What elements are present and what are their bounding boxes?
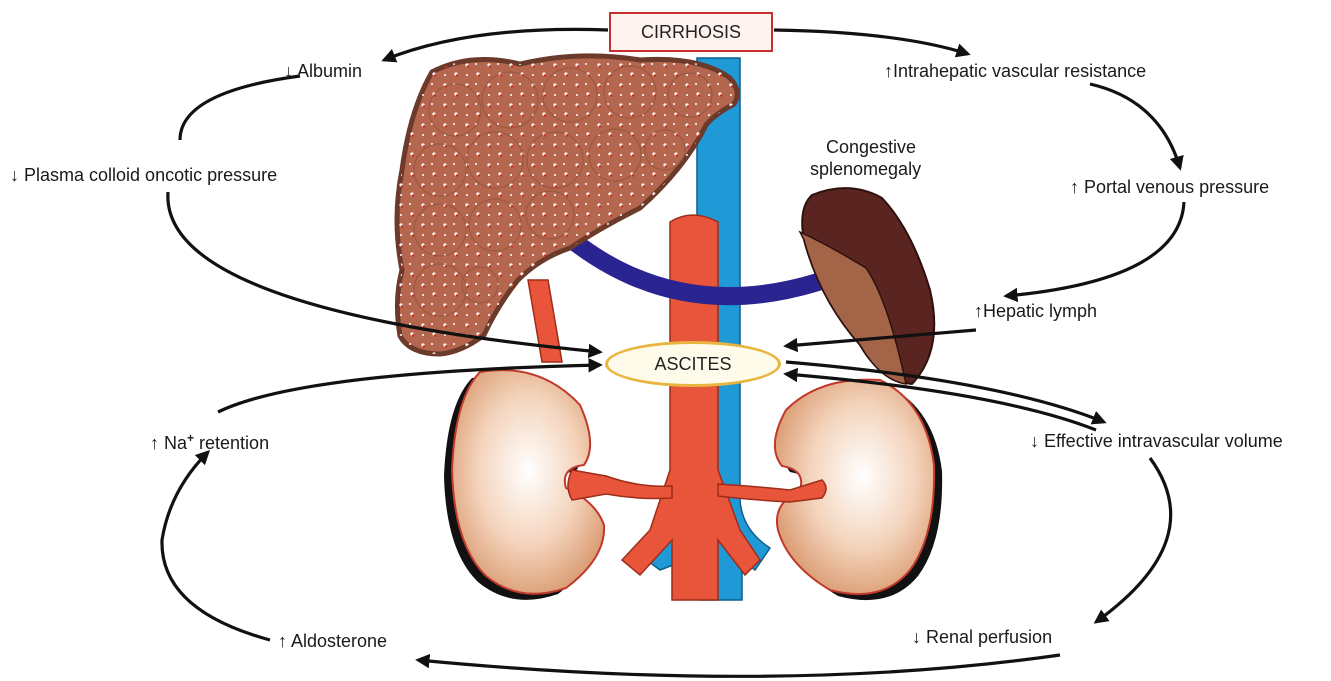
ascites-ellipse: ASCITES [605, 341, 781, 387]
label-intrahepatic: ↑Intrahepatic vascular resistance [884, 62, 1146, 80]
cirrhosis-box: CIRRHOSIS [609, 12, 773, 52]
label-congestive: Congestive [826, 138, 916, 156]
hepatic-artery [528, 280, 562, 362]
arrow-renal-to-aldosterone [418, 655, 1060, 676]
label-portal-venous: ↑ Portal venous pressure [1070, 178, 1269, 196]
arrow-aldosterone-to-na [162, 452, 270, 640]
label-renal-perfusion: ↓ Renal perfusion [912, 628, 1052, 646]
arrow-volume-to-renal [1096, 458, 1171, 622]
arrow-portal-to-lymph [1006, 202, 1184, 296]
label-plasma-colloid: ↓ Plasma colloid oncotic pressure [10, 166, 277, 184]
label-albumin: ↓ Albumin [284, 62, 362, 80]
arrow-albumin-to-plasma [180, 76, 300, 140]
arrow-cirrhosis-to-intrahepatic [774, 30, 968, 54]
arrow-intrahepatic-to-portal [1090, 84, 1180, 168]
label-hepatic-lymph: ↑Hepatic lymph [974, 302, 1097, 320]
label-effective-volume: ↓ Effective intravascular volume [1030, 432, 1283, 450]
label-na-retention: ↑ Na+ retention [150, 432, 269, 452]
label-splenomegaly: splenomegaly [810, 160, 921, 178]
left-renal-artery [568, 470, 672, 500]
label-aldosterone: ↑ Aldosterone [278, 632, 387, 650]
